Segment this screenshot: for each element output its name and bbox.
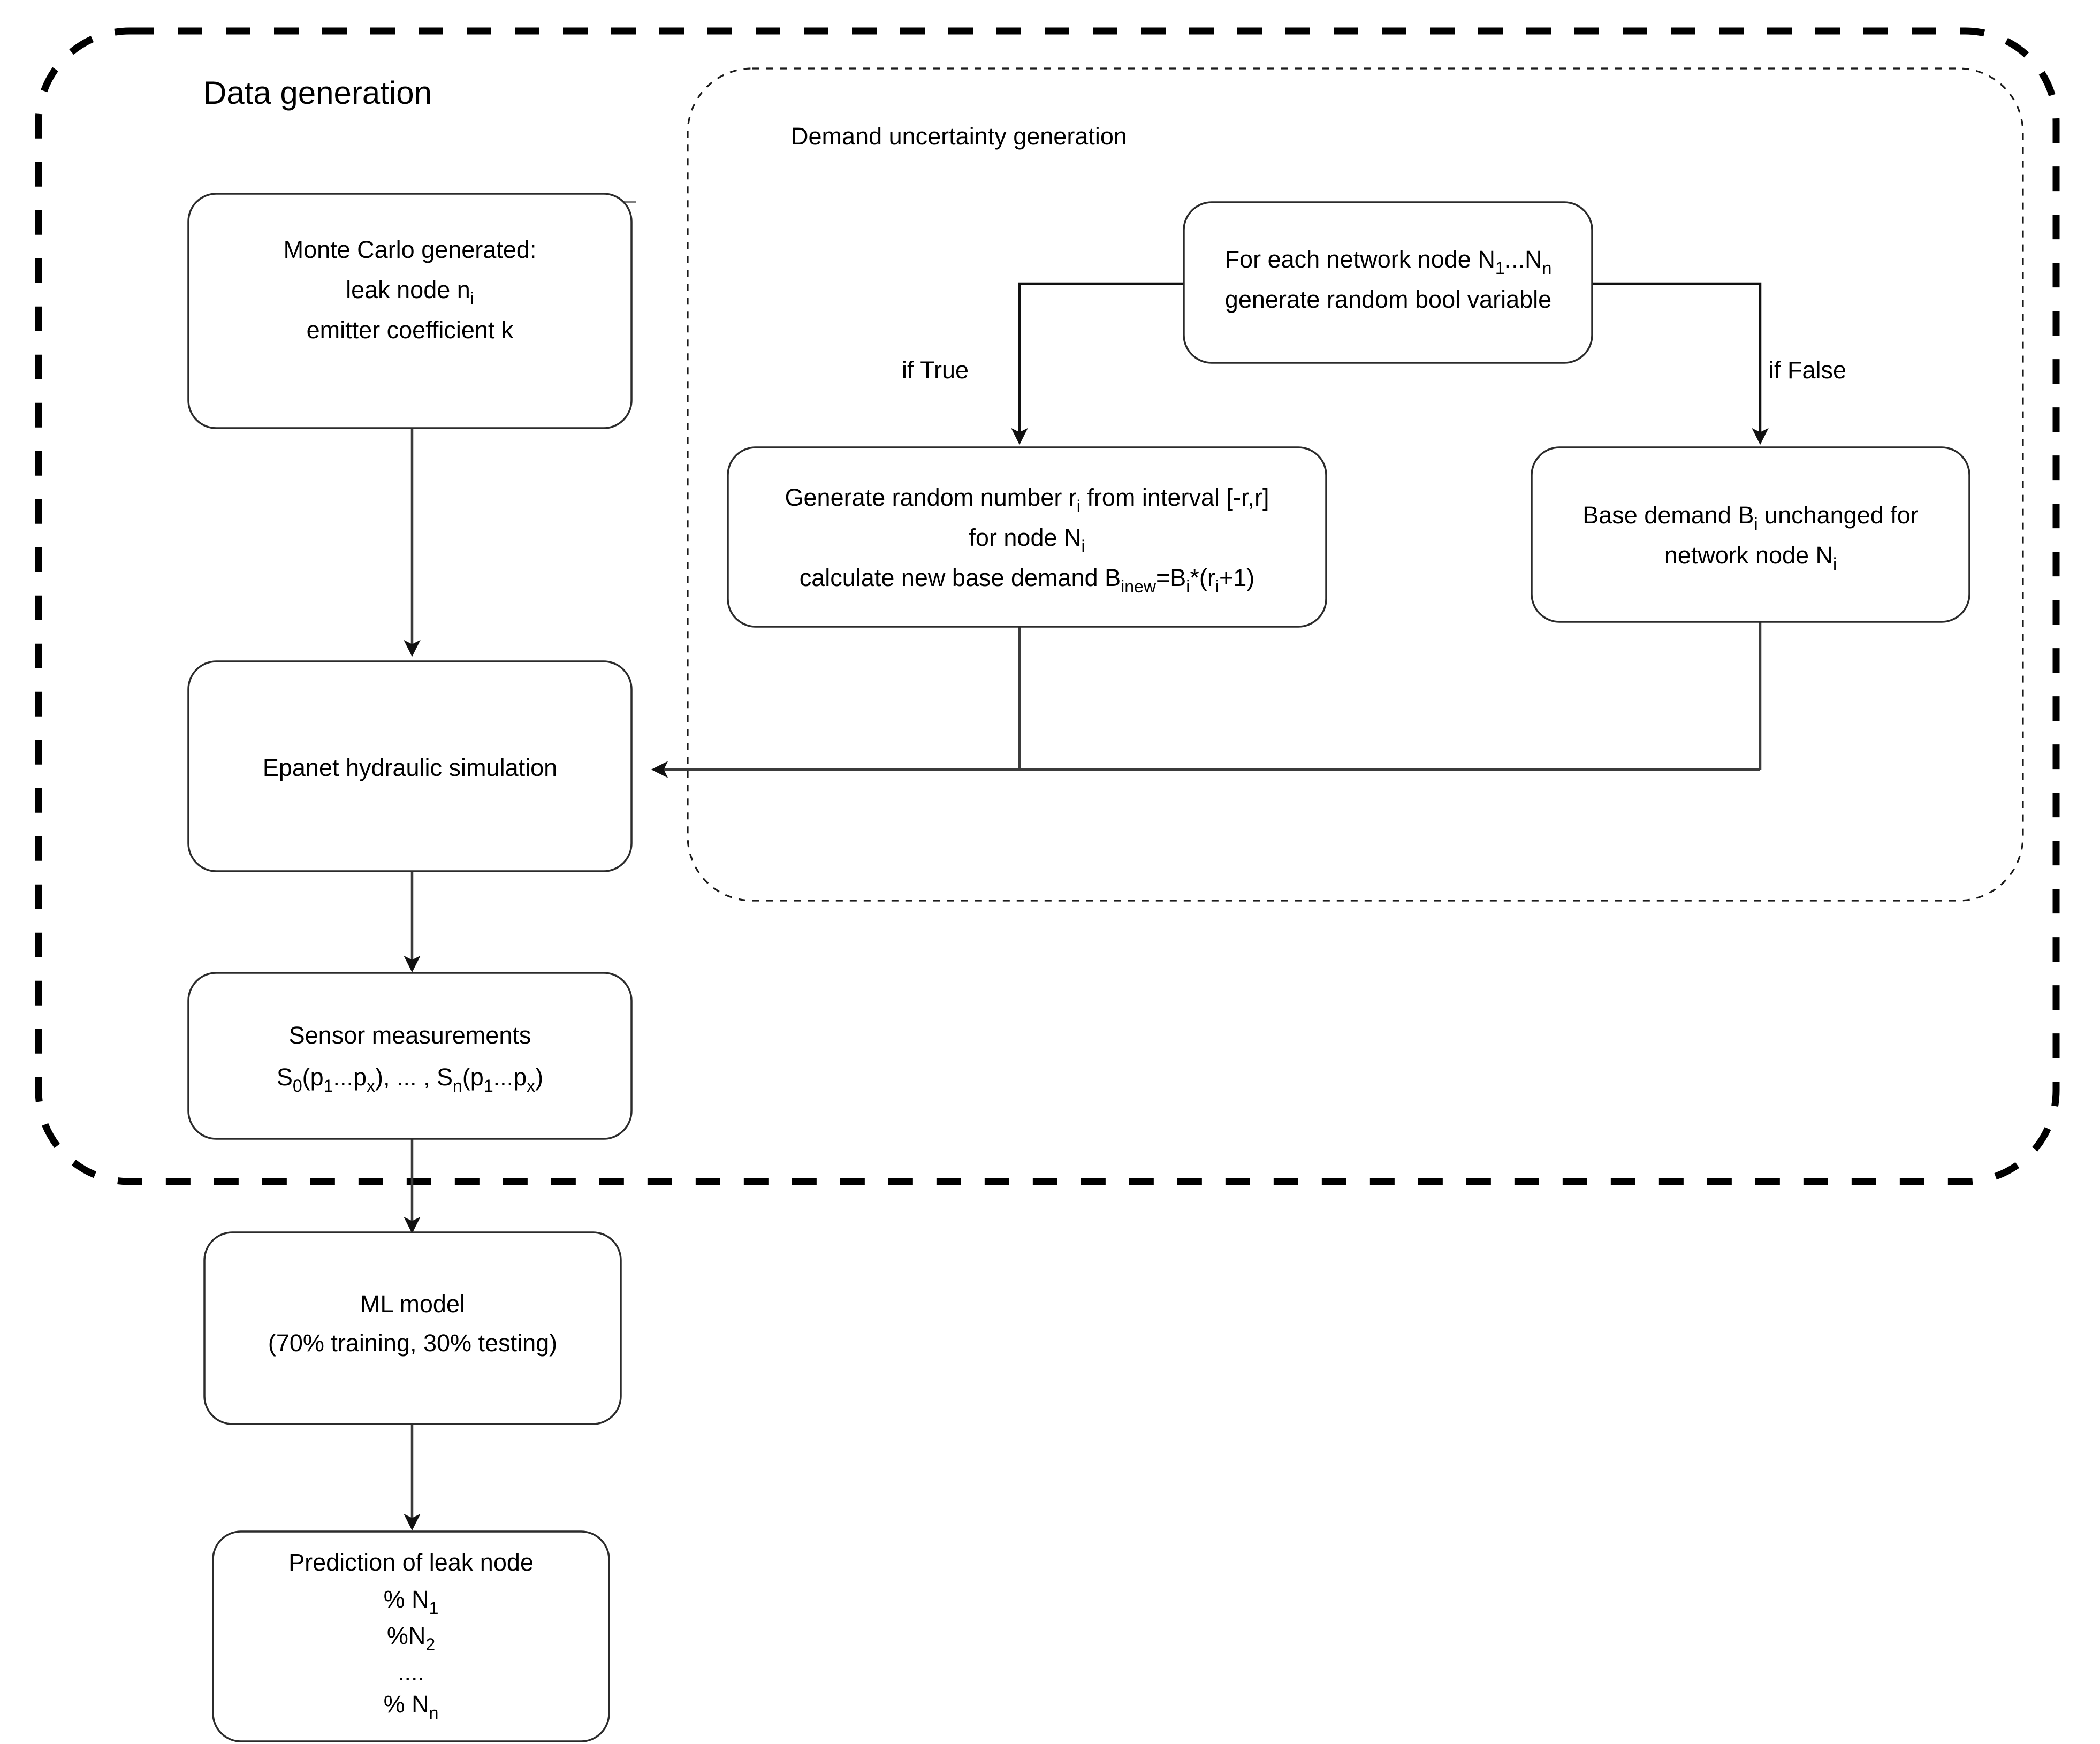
group-title-data-generation: Data generation	[203, 75, 432, 111]
node-ml-model-line-1: ML model	[360, 1290, 465, 1317]
node-prediction-line-4: ....	[398, 1658, 424, 1686]
node-for-each-network-node-line-2: generate random bool variable	[1225, 286, 1551, 313]
node-base-demand-unchanged[interactable]: Base demand Bi unchanged for network nod…	[1531, 446, 1970, 623]
node-ml-model[interactable]: ML model (70% training, 30% testing)	[203, 1231, 622, 1425]
edge-for-each-node-to-base-demand	[1592, 282, 1769, 445]
node-for-each-network-node[interactable]: For each network node N1...Nn generate r…	[1183, 201, 1593, 364]
node-sensor-measurements-line-1: Sensor measurements	[289, 1022, 531, 1049]
group-data-generation-border	[35, 27, 2060, 1185]
node-generate-random-number[interactable]: Generate random number ri from interval …	[727, 446, 1327, 628]
edge-label-if-false: if False	[1769, 356, 1846, 384]
node-sensor-measurements[interactable]: Sensor measurements S0(p1...px), ... , S…	[187, 972, 633, 1140]
node-prediction-of-leak-node[interactable]: Prediction of leak node % N1 %N2 .... % …	[212, 1530, 610, 1742]
node-epanet-hydraulic-simulation[interactable]: Epanet hydraulic simulation	[187, 660, 633, 872]
node-generate-random-number-line-3: calculate new base demand Binew=Bi*(ri+1…	[800, 564, 1255, 597]
node-base-demand-unchanged-line-1: Base demand Bi unchanged for	[1582, 501, 1919, 534]
node-epanet-hydraulic-simulation-line-1: Epanet hydraulic simulation	[263, 754, 557, 781]
node-generate-random-number-line-1: Generate random number ri from interval …	[785, 484, 1269, 516]
node-base-demand-unchanged-line-2: network node Ni	[1664, 542, 1837, 574]
node-ml-model-line-2: (70% training, 30% testing)	[268, 1329, 557, 1357]
node-monte-carlo-line-3: emitter coefficient k	[307, 316, 514, 344]
node-monte-carlo-line-2: leak node ni	[346, 276, 474, 309]
node-prediction-line-1: Prediction of leak node	[288, 1549, 534, 1576]
node-sensor-measurements-line-2: S0(p1...px), ... , Sn(p1...px)	[277, 1063, 543, 1096]
edge-for-each-node-to-generate-random	[1011, 282, 1184, 445]
group-title-demand-uncertainty: Demand uncertainty generation	[791, 123, 1127, 150]
node-generate-random-number-line-2: for node Ni	[969, 524, 1085, 557]
node-monte-carlo[interactable]: Monte Carlo generated: leak node ni emit…	[187, 193, 636, 429]
node-monte-carlo-line-1: Monte Carlo generated:	[284, 236, 537, 263]
group-demand-uncertainty-border	[687, 67, 2024, 902]
edge-label-if-true: if True	[902, 356, 969, 384]
